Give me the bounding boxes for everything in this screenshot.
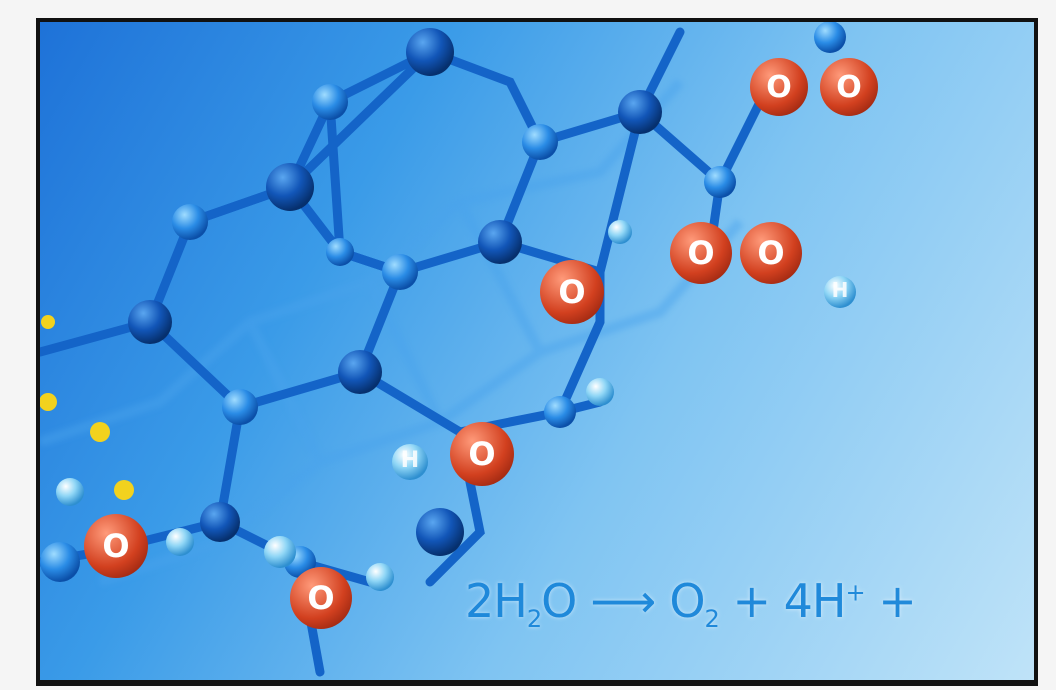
oxygen-label: O [102,527,130,565]
rhs-oxygen: O [669,574,705,628]
oxygen-label: O [836,69,862,105]
hydrogen-label: H [400,448,420,473]
rhs-oxygen-subscript: 2 [704,605,720,634]
oxygen-atom: O [820,58,878,116]
oxygen-label: O [558,273,586,311]
lhs-oxygen: O [541,574,577,628]
rhs-coefficient: 4 [783,574,813,628]
lhs-hydrogen-subscript: 2 [526,605,542,634]
plus-sign: + [732,574,771,628]
rhs-hydrogen-charge: + [845,578,866,607]
lhs-hydrogen: H [493,574,528,628]
oxygen-atom: O [750,58,808,116]
oxygen-label: O [307,579,335,617]
oxygen-atom: O [740,222,802,284]
oxygen-label: O [766,69,792,105]
oxygen-label: O [687,234,715,272]
yellow-accent-dots [40,315,134,500]
oxygen-label: O [757,234,785,272]
rhs-hydrogen-ion: H [811,574,847,628]
oxygen-atom: O [540,260,604,324]
oxygen-atom: O [290,567,352,629]
plus-sign-trailing: + [878,574,917,628]
image-frame: O O O O O O O O H H 2H2O⟶O2 + 4H+ + [36,18,1038,686]
hydrogen-label: H [831,278,849,302]
hydrogen-atoms [56,220,856,591]
photo-scene: O O O O O O O O H H 2H2O⟶O2 + 4H+ + [40,22,1034,680]
reaction-arrow: ⟶ [590,574,656,628]
water-oxidation-equation: 2H2O⟶O2 + 4H+ + [465,574,917,634]
oxygen-atom: O [670,222,732,284]
lattice-nodes [40,22,846,582]
oxygen-atom: O [84,514,148,578]
oxygen-label: O [468,435,496,473]
lhs-coefficient: 2 [465,574,494,628]
oxygen-atom: O [450,422,514,486]
